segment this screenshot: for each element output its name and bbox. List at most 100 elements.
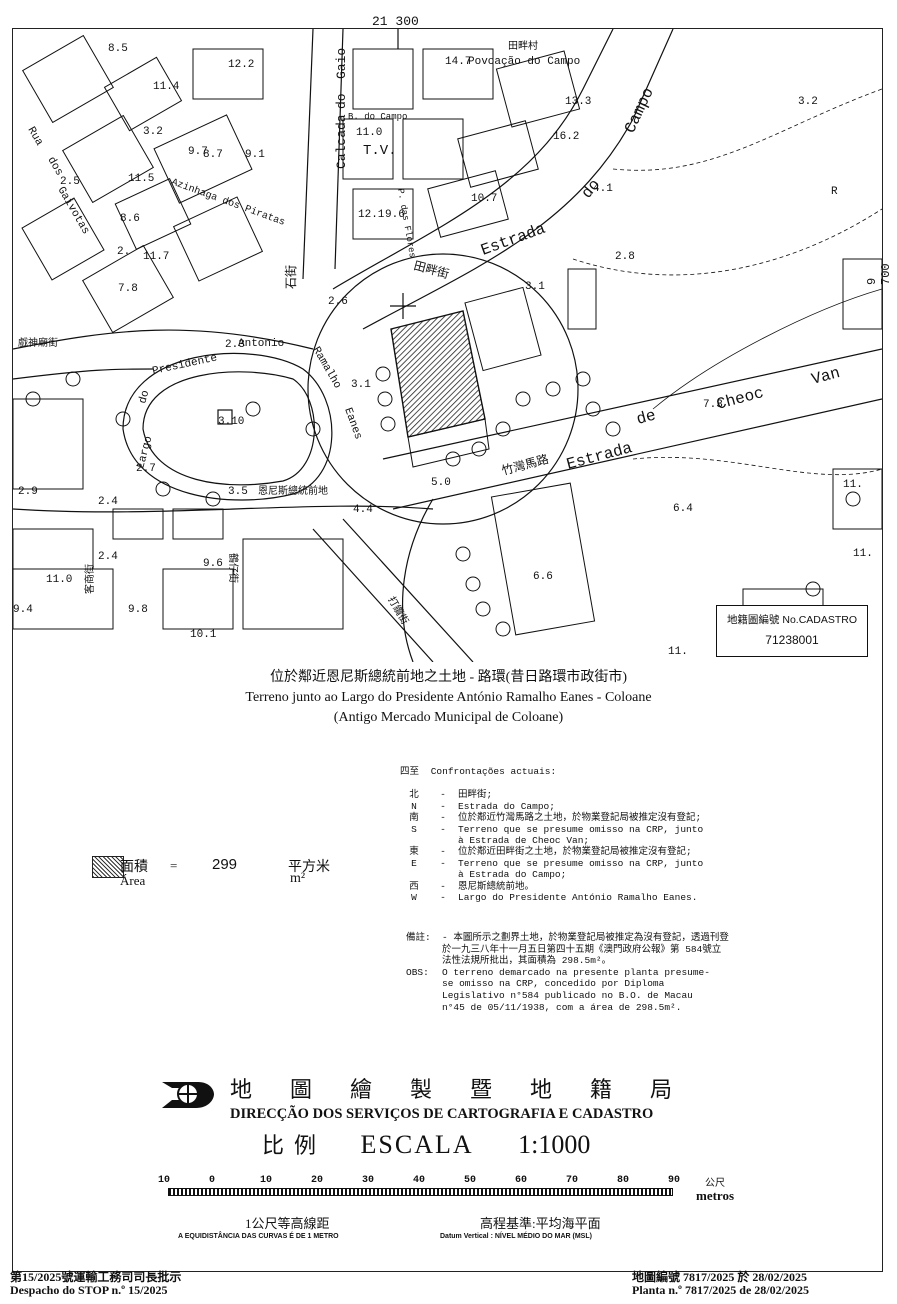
scale-tick-label: 40 bbox=[413, 1175, 426, 1186]
svg-text:Antonio: Antonio bbox=[238, 338, 284, 350]
confrontacao-text: Terreno que se presume omisso na CRP, ju… bbox=[458, 857, 704, 869]
buildings bbox=[13, 34, 882, 636]
confrontacao-row: 西-恩尼斯總統前地。 bbox=[400, 881, 748, 892]
svg-text:dos: dos bbox=[45, 155, 65, 178]
elevation-label: 5.0 bbox=[431, 477, 451, 489]
elevation-label: 12.1 bbox=[358, 209, 385, 221]
elevation-label: 11.7 bbox=[143, 251, 169, 263]
scale-label-pt: ESCALA bbox=[360, 1130, 474, 1159]
elevation-label: 12.2 bbox=[228, 59, 254, 71]
svg-text:T.V.: T.V. bbox=[363, 143, 397, 159]
confrontacao-row: à Estrada do Campo; bbox=[400, 869, 748, 880]
svg-text:打纜街: 打纜街 bbox=[385, 594, 411, 626]
elevation-label: 4.1 bbox=[593, 183, 613, 195]
elevation-label: 2.7 bbox=[136, 463, 156, 475]
area-label-cn: 面積 bbox=[120, 860, 148, 875]
agency-name-pt: DIRECÇÃO DOS SERVIÇOS DE CARTOGRAFIA E C… bbox=[230, 1106, 654, 1122]
svg-text:Gaio: Gaio bbox=[334, 48, 349, 79]
confrontacao-direction bbox=[400, 869, 428, 880]
cadastral-map[interactable]: Povoação do Campo 田畔村 Estrada do Campo E… bbox=[13, 29, 882, 662]
confrontacao-row: 北-田畔街; bbox=[400, 789, 748, 800]
trees bbox=[25, 366, 861, 637]
notes-cn-2: 於一九三八年十一月五日第四十五期《澳門政府公報》第 584號立 bbox=[442, 943, 722, 955]
elevation-label: 4.4 bbox=[353, 504, 373, 516]
svg-text:竹灣馬路: 竹灣馬路 bbox=[500, 451, 550, 478]
elevation-label: 9.6 bbox=[385, 209, 405, 221]
elevation-label: 11. bbox=[668, 646, 688, 658]
elevation-label: 13.3 bbox=[565, 96, 591, 108]
equidist-pt: A EQUIDISTÂNCIA DAS CURVAS É DE 1 METRO bbox=[178, 1233, 339, 1240]
confrontacao-text: Estrada do Campo; bbox=[458, 800, 555, 812]
agency-name-cn: 地圖繪製暨地籍局 bbox=[230, 1077, 711, 1102]
scale-title: 比例 ESCALA 1:1000 bbox=[262, 1128, 590, 1160]
confrontacoes-heading-cn: 四至 bbox=[400, 766, 420, 777]
elevation-label: 16.2 bbox=[553, 131, 579, 143]
svg-text:do: do bbox=[137, 389, 152, 405]
elevation-label: 2.4 bbox=[98, 551, 118, 563]
svg-text:Gaivotas: Gaivotas bbox=[55, 185, 92, 237]
confrontacao-text: à Estrada de Cheoc Van; bbox=[458, 835, 590, 847]
svg-text:Calcada: Calcada bbox=[334, 114, 349, 169]
cadastro-number: 71238001 bbox=[765, 633, 819, 647]
svg-text:Estrada: Estrada bbox=[479, 220, 549, 260]
label-povoacao: Povoação do Campo bbox=[468, 56, 580, 68]
elevation-label: 11.0 bbox=[46, 574, 72, 586]
notes-pt-3: Legislativo n°584 publicado no B.O. de M… bbox=[442, 989, 693, 1001]
scale-unit-pt: metros bbox=[696, 1188, 735, 1203]
confrontacao-dash: - bbox=[440, 892, 446, 904]
elevation-label: 10.1 bbox=[190, 629, 217, 641]
svg-text:Azinhaga dos Piratas: Azinhaga dos Piratas bbox=[170, 176, 287, 228]
elevation-label: 9.4 bbox=[13, 604, 33, 616]
confrontacao-direction: 西 bbox=[409, 880, 419, 892]
notes-pt-4: n°45 de 05/11/1938, com a área de 298.5m… bbox=[442, 1001, 682, 1013]
confrontacao-text: 田畔街; bbox=[458, 789, 493, 801]
cadastro-label-cn: 地籍圖編號 bbox=[726, 614, 780, 626]
scale-bar bbox=[168, 1188, 673, 1196]
scale-tick-label: 30 bbox=[362, 1175, 375, 1186]
elevation-label: 8.6 bbox=[120, 213, 140, 225]
elevation-label: 2.9 bbox=[18, 486, 38, 498]
notes-pt-1: O terreno demarcado na presente planta p… bbox=[442, 966, 710, 978]
elevation-label: 6.4 bbox=[673, 503, 693, 515]
confrontacao-direction: E bbox=[411, 857, 417, 869]
elevation-label: 2.4 bbox=[98, 496, 118, 508]
footer-left: 第15/2025號運輸工務司司長批示 Despacho do STOP n.º … bbox=[10, 1271, 181, 1297]
svg-text:Eanes: Eanes bbox=[341, 406, 364, 441]
svg-text:Ramalho: Ramalho bbox=[310, 345, 344, 391]
svg-text:do: do bbox=[334, 93, 349, 109]
svg-text:Rua: Rua bbox=[25, 125, 45, 148]
confrontacao-text: 位於鄰近田畔街之土地，於物業登記局被推定沒有登記; bbox=[458, 846, 692, 858]
elevation-label: 3.1 bbox=[525, 281, 545, 293]
cadastro-box: 地籍圖編號 No.CADASTRO 71238001 bbox=[716, 605, 868, 657]
elevation-label: 9.1 bbox=[245, 149, 265, 161]
elevation-label: 11.4 bbox=[153, 81, 180, 93]
confrontacao-row: W-Largo do Presidente António Ramalho Ea… bbox=[400, 892, 748, 903]
confrontacao-dash: - bbox=[440, 857, 446, 869]
scale-tick-label: 0 bbox=[209, 1175, 216, 1186]
notes-cn-1: - 本圖所示之劃界土地，於物業登記局被推定為沒有登記，透過刊登 bbox=[442, 932, 729, 943]
elevation-label: 9.7 bbox=[188, 146, 208, 158]
confrontacao-text: 位於鄰近竹灣馬路之土地，於物業登記局被推定沒有登記; bbox=[458, 812, 702, 824]
confrontacao-dash: - bbox=[440, 800, 446, 812]
confrontacao-dash: - bbox=[440, 823, 446, 835]
label-tianpan-village: 田畔村 bbox=[508, 39, 538, 52]
svg-text:Estrada: Estrada bbox=[565, 439, 635, 474]
scale-tick-label: 90 bbox=[668, 1175, 681, 1186]
grid-crosses bbox=[390, 29, 416, 319]
area-equals: = bbox=[170, 858, 178, 873]
scale-label-cn: 比例 bbox=[262, 1133, 327, 1158]
svg-text:鶴仔街: 鶴仔街 bbox=[227, 553, 240, 583]
page-frame bbox=[12, 28, 883, 1272]
title-cn: 位於鄰近恩尼斯總統前地之土地 - 路環(昔日路環市政街市) bbox=[270, 670, 627, 685]
scale-tick-label: 80 bbox=[617, 1175, 630, 1186]
confrontacoes-rows: 北-田畔街;N-Estrada do Campo;南-位於鄰近竹灣馬路之土地，於… bbox=[400, 789, 748, 903]
area-label-pt: Área bbox=[120, 873, 146, 888]
elevation-label: 2. bbox=[117, 246, 130, 258]
map-coord-top: 21 300 bbox=[372, 14, 419, 29]
svg-text:石街: 石街 bbox=[284, 265, 298, 289]
subject-parcel[interactable] bbox=[390, 310, 486, 438]
confrontacao-text: 恩尼斯總統前地。 bbox=[458, 880, 535, 892]
area-unit-pt: m² bbox=[290, 871, 306, 886]
elevation-label: 3.5 bbox=[228, 486, 248, 498]
notes-pt-2: se omisso na CRP, concedido por Diploma bbox=[442, 978, 665, 990]
